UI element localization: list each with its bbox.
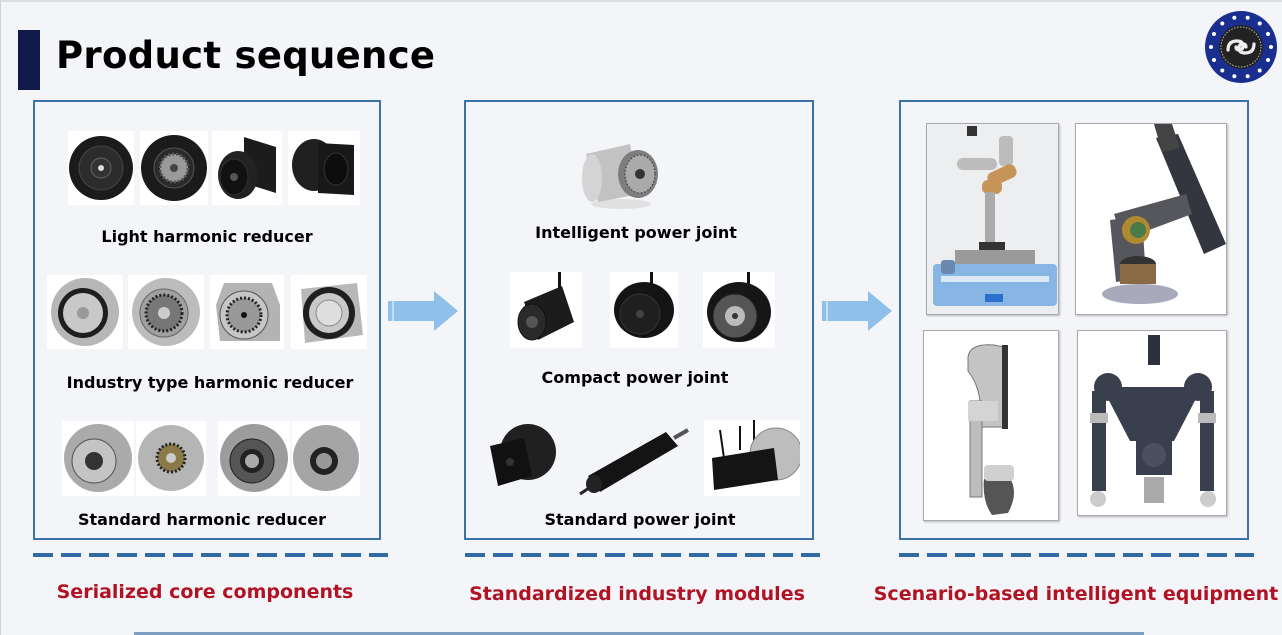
group-label: Compact power joint	[541, 368, 729, 387]
group-label: Standard power joint	[544, 510, 736, 529]
industry-reducer-image-2	[128, 275, 204, 349]
column-caption: Scenario-based intelligent equipment	[873, 583, 1279, 605]
light-reducer-image-1	[68, 131, 134, 205]
industry-reducer-image-4	[291, 275, 367, 349]
standard-joint-image-2	[578, 420, 690, 496]
page-title: Product sequence	[56, 34, 436, 77]
logo-dot	[1220, 21, 1225, 26]
divider-dashed	[465, 553, 820, 557]
compact-joint-image-2	[610, 272, 678, 348]
arrow-right-icon	[822, 291, 896, 331]
top-border	[0, 0, 1282, 2]
compact-joint-image-1	[510, 272, 582, 348]
compact-joint-image-3	[703, 272, 775, 348]
light-reducer-image-4	[288, 131, 360, 205]
column-caption: Standardized industry modules	[469, 583, 805, 605]
standard-joint-image-1	[484, 420, 560, 496]
logo-dot	[1232, 15, 1237, 20]
standard-joint-image-3	[704, 420, 800, 496]
industry-reducer-image-3	[210, 275, 284, 349]
arrow-right-icon	[388, 291, 462, 331]
company-logo-icon	[1204, 10, 1278, 84]
divider-dashed	[899, 553, 1254, 557]
column-caption: Serialized core components	[56, 581, 354, 603]
group-label: Standard harmonic reducer	[77, 510, 327, 529]
logo-dot	[1211, 31, 1216, 36]
logo-dot	[1245, 74, 1250, 79]
standard-reducer-image-3	[218, 421, 290, 496]
title-accent-bar	[18, 30, 40, 90]
logo-dot	[1257, 21, 1262, 26]
standard-reducer-image-1	[62, 421, 134, 496]
bottom-rule	[134, 632, 1144, 635]
logo-dot	[1211, 58, 1216, 63]
logo-dot	[1220, 68, 1225, 73]
divider-dashed	[33, 553, 388, 557]
logo-dot	[1266, 58, 1271, 63]
group-label: Intelligent power joint	[535, 223, 737, 242]
intelligent-power-joint-image	[576, 132, 666, 210]
group-label: Light harmonic reducer	[101, 227, 313, 246]
scene-dual-arm-robot-torso	[1077, 330, 1227, 516]
scene-robotic-leg	[923, 330, 1059, 521]
light-reducer-image-2	[140, 131, 208, 205]
standard-reducer-image-4	[292, 421, 360, 496]
industry-reducer-image-1	[47, 275, 123, 349]
logo-dot	[1257, 68, 1262, 73]
left-border	[0, 0, 1, 635]
logo-dot	[1269, 45, 1273, 49]
logo-dot	[1245, 15, 1250, 20]
light-reducer-image-3	[212, 131, 282, 205]
logo-dot	[1232, 74, 1237, 79]
scene-tilting-actuator-mount	[1075, 123, 1227, 315]
standard-reducer-image-2	[136, 421, 206, 496]
scene-mobile-manipulator-robot	[926, 123, 1059, 315]
logo-dot	[1209, 45, 1213, 49]
logo-dot	[1266, 31, 1271, 36]
group-label: Industry type harmonic reducer	[66, 373, 354, 392]
